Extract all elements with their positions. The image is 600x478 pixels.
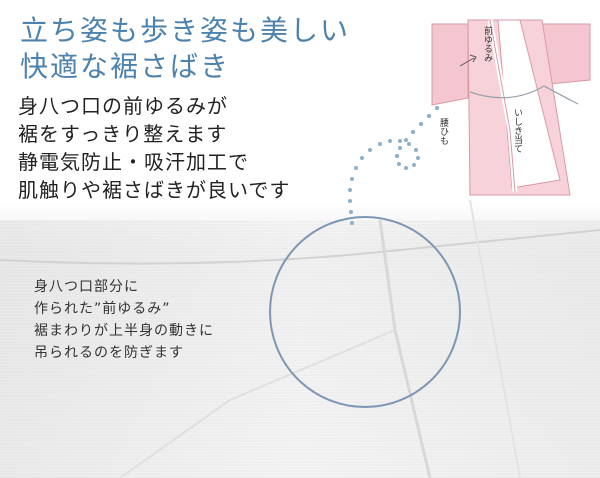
caption-line-4: 吊られるのを防ぎます — [34, 345, 184, 361]
dotted-connector — [348, 82, 460, 225]
kimono-diagram: 前ゆるみ 腰ひも いしき当て — [420, 10, 600, 205]
feature-line-3: 静電気防止・吸汗加工で — [18, 150, 249, 174]
label-ishiki-ate: いしき当て — [512, 108, 522, 153]
label-mae-yurumi: 前ゆるみ — [482, 26, 492, 62]
feature-line-4: 肌触りや裾さばきが良いです — [18, 178, 291, 202]
feature-line-2: 裾をすっきり整えます — [18, 122, 228, 146]
headline-line-1: 立ち姿も歩き姿も美しい — [20, 14, 351, 47]
fabric-closeup-photo — [0, 200, 600, 478]
feature-line-1: 身八つ口の前ゆるみが — [18, 94, 228, 118]
caption-line-2: 作られた”前ゆるみ” — [34, 301, 171, 317]
label-koshi-himo: 腰ひも — [438, 118, 448, 145]
headline-line-2: 快適な裾さばき — [20, 50, 231, 83]
caption-line-3: 裾まわりが上半身の動きに — [34, 323, 214, 339]
caption-line-1: 身八つ口部分に — [34, 279, 139, 295]
